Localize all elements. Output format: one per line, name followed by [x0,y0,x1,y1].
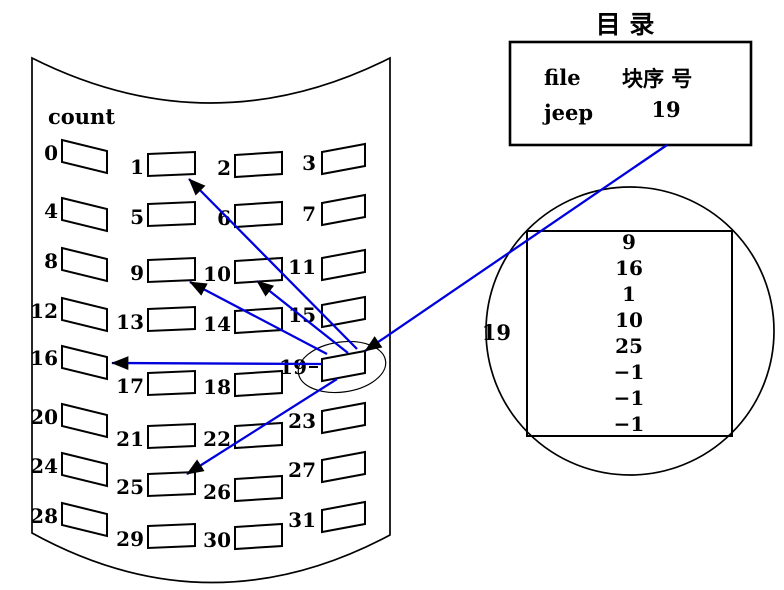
magnifier-index-block [526,230,733,437]
block-cell-10 [234,256,283,285]
block-label: 4 [44,199,58,223]
directory-col-file: file [544,65,581,90]
block-cell-17 [147,369,196,397]
block-label: 5 [130,205,144,229]
drum-outline [31,56,391,584]
block-cell-22 [234,421,283,450]
magnifier-circle [485,186,775,476]
block-label: 7 [302,202,316,226]
block-cell-16 [61,344,108,381]
magnifier-block-label: 19 [482,320,511,345]
block-label: 8 [44,249,58,273]
block-label: 10 [203,262,231,286]
block-label: 12 [30,299,58,323]
index-entry: −1 [614,386,645,410]
arrow-19-to-block-1 [188,178,358,350]
index-entry: 1 [622,282,636,306]
arrow-19-to-block-10 [256,280,349,354]
block-cell-18 [234,369,283,398]
block-cell-9 [147,256,196,284]
block-label: 25 [116,475,144,499]
block-19-highlight-ellipse [297,340,387,394]
block-cell-25 [147,470,196,498]
block-cell-5 [147,200,196,228]
block-cell-31 [321,500,366,534]
block-label: 1 [130,155,144,179]
directory-title: 目 录 [596,10,655,39]
block-cell-29 [147,522,196,550]
block-cell-26 [234,474,283,503]
block-label: 24 [30,454,58,478]
block-label: 9 [130,261,144,285]
block-label: 27 [288,458,316,482]
index-entry: 10 [615,308,643,332]
block-cell-24 [61,451,108,488]
directory-row-block-no: 19 [651,97,680,122]
block-cell-30 [234,522,283,551]
directory-col-block-no: 块序 号 [622,66,692,91]
block-cell-4 [61,196,108,233]
block-cell-8 [61,246,108,283]
block-label: 16 [30,346,58,370]
block-label: 20 [30,405,58,429]
block-label: 28 [30,504,58,528]
block-cell-3 [321,142,366,176]
block-label: 17 [116,374,144,398]
block-label: 21 [116,427,144,451]
block-cell-28 [61,501,108,538]
block-label: 13 [116,310,144,334]
block-cell-2 [234,150,283,179]
block-label: 14 [203,312,231,336]
block-label: 0 [44,141,58,165]
block-cell-19 [321,349,366,383]
index-entry: 25 [615,334,643,358]
block-label-19: 19 [279,355,307,379]
block-cell-20 [61,402,108,439]
block-cell-27 [321,450,366,484]
block-cell-6 [234,200,283,229]
block-cell-14 [234,306,283,335]
arrow-19-to-block-9 [189,280,328,356]
block-label: 26 [203,480,231,504]
block-cell-0 [61,138,108,175]
index-entry: −1 [614,412,645,436]
block-label: 30 [203,528,231,552]
arrow-19-to-block-25 [186,378,338,475]
block-label: 31 [288,508,316,532]
block-label: 11 [288,255,316,279]
block-label: 3 [302,151,316,175]
block-label: 22 [203,427,231,451]
directory-box [508,40,753,147]
block-label: 29 [116,527,144,551]
block-cell-13 [147,305,196,333]
block-cell-21 [147,422,196,450]
block-cell-1 [147,150,196,178]
arrow-19-to-block-16 [111,356,323,370]
block-cell-11 [321,248,366,282]
block-cell-23 [321,401,366,435]
block-cell-12 [61,296,108,333]
index-entry: −1 [614,360,645,384]
block-label: 23 [288,409,316,433]
block-label: 2 [217,156,231,180]
drum-count-label: count [48,104,115,129]
directory-row-file: jeep [542,100,593,125]
block-cell-15 [321,295,366,329]
index-entry: 9 [622,230,636,254]
block-cell-7 [321,193,366,227]
block-label: 18 [203,375,231,399]
index-entry: 16 [615,256,643,280]
arrow-directory-to-block-19 [364,144,668,352]
